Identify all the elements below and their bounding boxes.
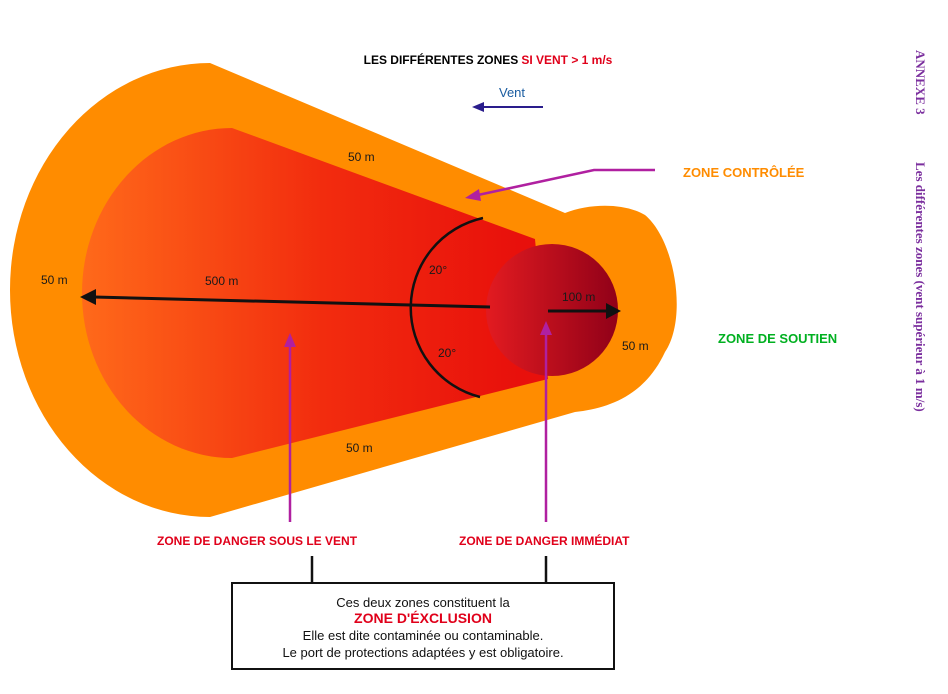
title-part-zones: LES DIFFÉRENTES ZONES	[364, 52, 519, 67]
wind-arrow	[472, 102, 543, 112]
downwind-danger-area	[82, 128, 548, 458]
lower-angle-label: 20°	[438, 346, 456, 360]
upper-angle-label: 20°	[429, 263, 447, 277]
info-line-4: Le port de protections adaptées y est ob…	[282, 645, 563, 660]
right-band-label: 50 m	[622, 339, 649, 353]
immediate-zone-label: ZONE DE DANGER IMMÉDIAT	[459, 533, 630, 548]
annex-description: Les différentes zones (vent supérieur à …	[913, 162, 928, 412]
exclusion-zone-title: ZONE D'ÉXCLUSION	[354, 610, 492, 626]
bottom-band-label: 50 m	[346, 441, 373, 455]
left-band-label: 50 m	[41, 273, 68, 287]
controlled-zone-label: ZONE CONTRÔLÉE	[683, 165, 805, 180]
exclusion-info-box	[231, 582, 615, 670]
downwind-zone-pointer	[284, 333, 296, 522]
controlled-zone-pointer	[465, 168, 655, 201]
wind-label: Vent	[499, 85, 525, 100]
top-band-label: 50 m	[348, 150, 375, 164]
annex-label: ANNEXE 3	[913, 50, 928, 115]
radius-label: 100 m	[562, 290, 595, 304]
immediate-zone-pointer	[540, 321, 552, 522]
downwind-zone-label: ZONE DE DANGER SOUS LE VENT	[157, 534, 358, 548]
support-zone-label: ZONE DE SOUTIEN	[718, 331, 837, 346]
info-line-3: Elle est dite contaminée ou contaminable…	[303, 628, 544, 643]
info-line-1: Ces deux zones constituent la	[336, 595, 510, 610]
length-arrow	[80, 289, 491, 309]
radius-arrow	[548, 303, 621, 319]
length-label: 500 m	[205, 274, 238, 288]
title-part-wind: SI VENT > 1 m/s	[521, 53, 612, 67]
